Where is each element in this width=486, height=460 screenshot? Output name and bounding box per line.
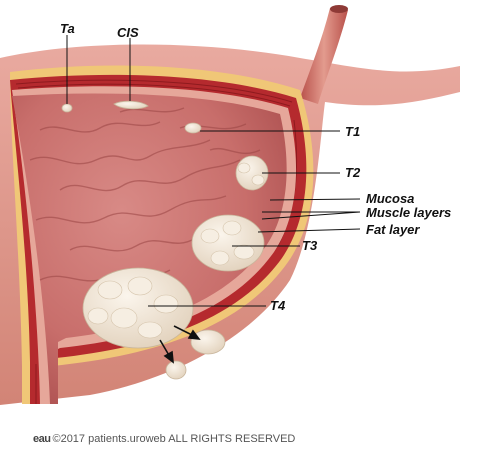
- bladder-interior: [12, 93, 287, 404]
- leader-lines: [66, 35, 361, 307]
- label-fat-layer: Fat layer: [366, 222, 420, 237]
- tumor-ta: [61, 103, 73, 113]
- label-t3: T3: [302, 238, 318, 253]
- copyright-credit: eau ©2017 patients.uroweb ALL RIGHTS RES…: [33, 433, 295, 445]
- tumor-t3: [191, 214, 265, 272]
- copyright-text: ©2017 patients.uroweb ALL RIGHTS RESERVE…: [52, 433, 296, 445]
- tumor-t1: [184, 122, 202, 134]
- metastatic-fragments: [165, 329, 226, 380]
- eau-logo: eau: [33, 433, 51, 445]
- label-mucosa: Mucosa: [366, 191, 415, 206]
- mucosal-folds: [29, 107, 261, 282]
- label-ta: Ta: [60, 21, 75, 36]
- label-t1: T1: [345, 124, 361, 139]
- ureter-opening: [330, 5, 348, 13]
- label-t2: T2: [345, 165, 361, 180]
- label-t4: T4: [270, 298, 286, 313]
- spread-arrows: [159, 325, 201, 364]
- tumor-t2: [235, 155, 269, 191]
- label-cis: CIS: [117, 25, 139, 40]
- tumor-t4: [82, 267, 194, 349]
- tumor-cis: [113, 100, 149, 110]
- ureter: [300, 8, 348, 104]
- label-muscle-layers: Muscle layers: [366, 205, 452, 220]
